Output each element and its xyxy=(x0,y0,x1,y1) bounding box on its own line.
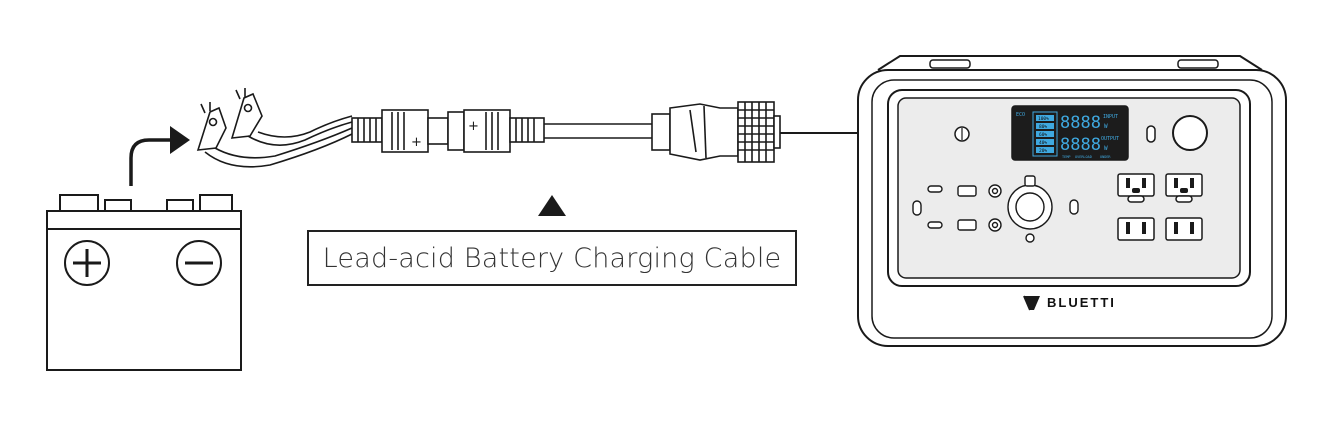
lead-acid-battery xyxy=(46,194,242,371)
svg-text:W: W xyxy=(1104,145,1108,152)
lcd-screen: 100% 80% 60% 40% 20% ECO 8888 8888 INPUT… xyxy=(1011,105,1129,161)
aviation-plug xyxy=(651,101,781,163)
svg-text:OUTPUT: OUTPUT xyxy=(1101,136,1119,142)
svg-text:+: + xyxy=(411,135,422,150)
ac-outlets xyxy=(1117,173,1203,241)
svg-text:60%: 60% xyxy=(1039,132,1047,138)
inline-connector: + + xyxy=(351,109,545,153)
svg-text:UNDER: UNDER xyxy=(1100,155,1111,159)
positive-terminal-icon xyxy=(64,240,110,286)
negative-terminal-icon xyxy=(176,240,222,286)
svg-text:40%: 40% xyxy=(1039,140,1047,146)
brand-label: BLUETTI xyxy=(1047,295,1116,310)
svg-text:8888: 8888 xyxy=(1060,113,1101,133)
power-station: 100% 80% 60% 40% 20% ECO 8888 8888 INPUT… xyxy=(857,55,1287,347)
svg-text:INPUT: INPUT xyxy=(1103,114,1118,120)
svg-text:TEMP: TEMP xyxy=(1062,155,1070,159)
svg-text:20%: 20% xyxy=(1039,148,1047,154)
svg-text:+: + xyxy=(468,119,479,134)
svg-text:W: W xyxy=(1104,123,1108,130)
pointer-triangle-icon xyxy=(538,195,566,216)
charging-cable xyxy=(544,123,652,139)
svg-text:80%: 80% xyxy=(1039,124,1047,130)
arrow-icon xyxy=(129,126,190,186)
svg-text:ECO: ECO xyxy=(1016,112,1025,118)
cable-caption: Lead-acid Battery Charging Cable xyxy=(307,230,797,286)
bluetti-logo-icon xyxy=(1023,295,1040,311)
alligator-clamps xyxy=(196,88,353,168)
svg-text:100%: 100% xyxy=(1038,116,1049,122)
svg-text:OVERLOAD: OVERLOAD xyxy=(1075,155,1092,159)
svg-text:8888: 8888 xyxy=(1060,135,1101,155)
